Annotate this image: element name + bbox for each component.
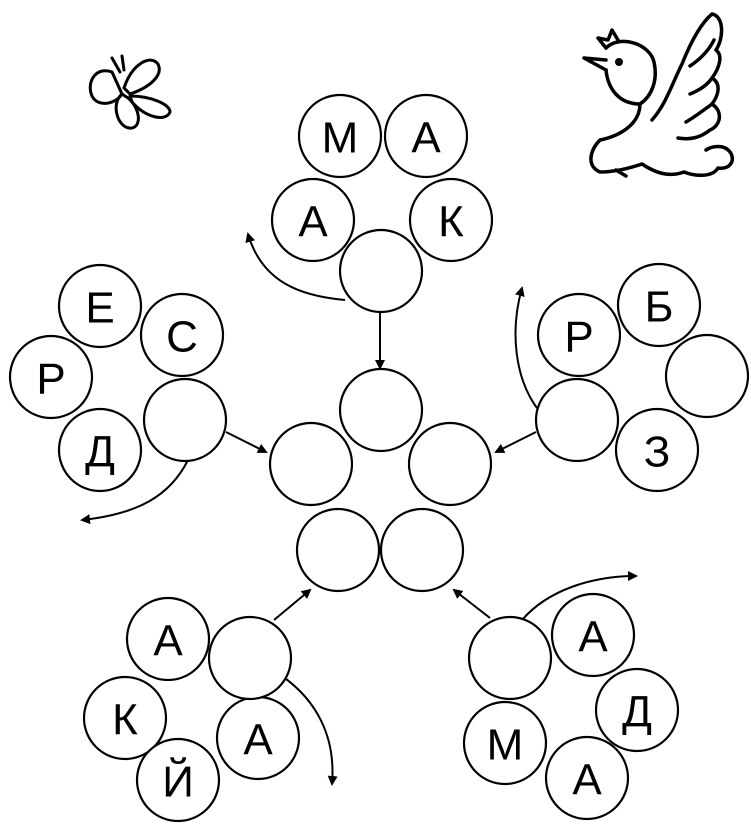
petal-left-letter: Д [85,428,115,477]
petal-right-outline [664,333,750,419]
petal-right-outline [536,292,622,378]
center-flower-slot [407,421,493,507]
petal-bottom-right-letter: М [487,721,524,770]
answer-slot-top-outline [338,228,424,314]
petal-left-letter: Р [36,355,65,404]
petal-bottom-right: М [462,700,548,786]
arrow [80,459,189,525]
petal-right-letter: Б [645,283,674,332]
arrow [281,675,338,786]
petal-bottom-right: Д [594,667,680,753]
petal-right: Б [616,262,702,348]
arrows-layer [80,232,638,786]
butterfly-icon [88,54,172,130]
center-flower-slot-outline [268,421,354,507]
arrow [521,571,638,621]
petal-bottom-right-letter: А [572,756,602,805]
petal-bottom-left-letter: А [153,617,183,666]
answer-slot-top [338,228,424,314]
petal-bottom-left-letter: Й [162,756,194,807]
petal-top: М [297,93,383,179]
petal-left-outline [139,292,225,378]
petal-bottom-left: А [125,596,211,682]
petal-left-letter: С [166,313,198,362]
petal-bottom-right-outline [550,592,636,678]
petal-top-letter: А [298,198,328,247]
arrow [494,431,537,453]
petal-top-letter: К [438,198,464,247]
petal-left-outline [8,334,94,420]
answer-slot-left-outline [142,377,228,463]
petal-left: Е [57,263,143,349]
petal-bottom-left: А [215,695,301,781]
petal-right: Р [536,292,622,378]
answer-slot-bottom-left [207,615,293,701]
bird-icon [582,12,735,178]
petal-right-outline [614,407,700,493]
center-flower-slot [268,421,354,507]
petal-left-letter: Е [85,284,114,333]
petal-bottom-right: А [550,592,636,678]
answer-slot-left [142,377,228,463]
center-flower-slot-outline [379,507,465,593]
petal-left: С [139,292,225,378]
petal-bottom-right-outline [544,735,630,821]
petal-bottom-right-outline [594,667,680,753]
arrow [225,431,268,453]
petal-top-outline [297,93,383,179]
petal-bottom-left: К [82,675,168,761]
petal-top-letter: М [322,114,359,163]
center-flower-slot-outline [338,367,424,453]
petal-right-outline [616,262,702,348]
arrow [514,286,541,413]
petal-top: А [383,93,469,179]
petal-left: Р [8,334,94,420]
petal-left-outline [57,263,143,349]
answer-slot-bottom-right-outline [467,615,553,701]
petal-left-outline [57,407,143,493]
petal-bottom-left-outline [125,596,211,682]
petal-right-letter: З [644,428,671,477]
petal-bottom-right-letter: Д [622,688,652,737]
center-flower-slot [379,507,465,593]
petal-right: З [614,407,700,493]
petal-top-letter: А [411,114,441,163]
arrow [245,232,346,301]
petal-top-outline [408,177,494,263]
answer-slot-right [534,377,620,463]
petal-right-letter: Р [564,313,593,362]
petal-bottom-right-outline [462,700,548,786]
center-flower-slot [295,507,381,593]
arrow [452,588,491,619]
petal-bottom-right-letter: А [578,613,608,662]
answer-slot-bottom-right [467,615,553,701]
petal-bottom-left-letter: А [243,716,273,765]
petal-left: Д [57,407,143,493]
center-flower-slot [338,367,424,453]
center-flower-slot-outline [295,507,381,593]
petal-right [664,333,750,419]
petal-bottom-left-letter: К [112,696,138,745]
petal-top: К [408,177,494,263]
answer-slot-right-outline [534,377,620,463]
petal-bottom-right: А [544,735,630,821]
answer-slot-bottom-left-outline [207,615,293,701]
petal-bottom-left-outline [82,675,168,761]
petal-bottom-left: Й [135,737,221,823]
arrow [273,588,312,621]
petal-bottom-left-outline [135,737,221,823]
petal-top-outline [383,93,469,179]
petal-top-outline [270,177,356,263]
petal-top: А [270,177,356,263]
center-flower-slot-outline [407,421,493,507]
